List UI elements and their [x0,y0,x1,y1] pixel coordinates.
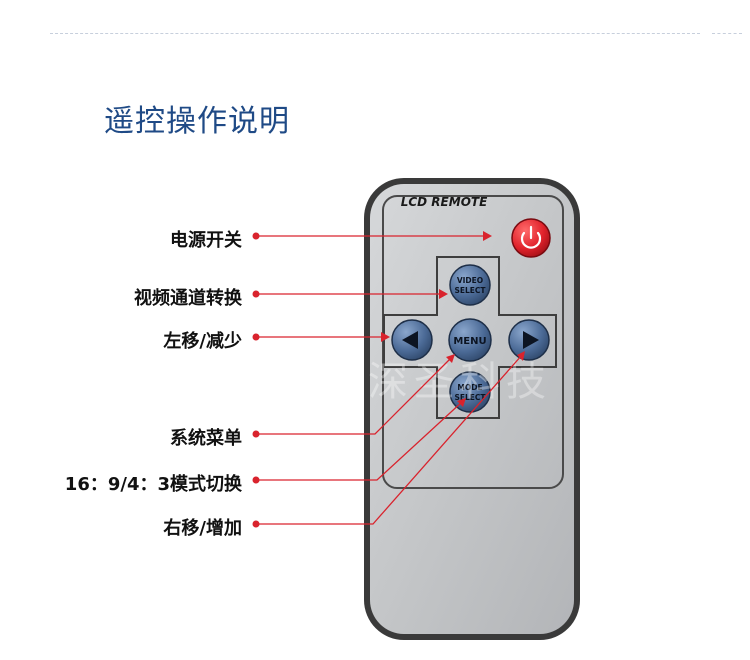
dpad-outline [383,256,557,419]
video-select-button [449,264,491,306]
arrow-right-icon [523,331,539,349]
dot-menu [252,430,260,438]
dot-video [252,290,260,298]
arrowhead-menu [446,354,455,363]
video-select-label-2: SELECT [454,286,486,295]
menu-button [448,318,492,362]
arrowhead-right [517,351,525,361]
label-power: 电源开关 [170,230,242,251]
menu-button-label: MENU [453,336,486,347]
top-divider [50,33,700,34]
line-ratio [259,400,464,481]
page-title: 遥控操作说明 [104,104,290,139]
top-divider-end [712,33,742,34]
arrow-left-icon [402,331,418,349]
mode-select-label-2: SELECT [454,393,486,402]
dot-left [252,333,260,341]
dot-right [252,520,260,528]
callout-dots [252,232,260,528]
callout-lines [259,235,523,525]
watermark-text: 深圣科技 [368,359,552,405]
dot-power [252,232,260,240]
line-right [259,354,523,525]
video-select-label-1: VIDEO [457,276,483,285]
arrowhead-video [439,289,448,299]
label-video-channel: 视频通道转换 [134,288,242,309]
callout-arrowheads [381,231,525,407]
label-aspect-ratio: 16：9/4：3模式切换 [64,474,242,495]
line-menu [259,356,453,435]
arrowhead-power [483,231,492,241]
arrowhead-left [381,332,390,342]
arrowhead-ratio [457,398,466,407]
label-system-menu: 系统菜单 [170,428,242,449]
dot-ratio [252,476,260,484]
power-icon [520,225,542,249]
label-left-decrease: 左移/减少 [163,331,242,352]
remote-brand-label: LCD REMOTE [401,195,488,209]
label-right-increase: 右移/增加 [163,518,242,539]
mode-select-label-1: MODE [457,383,482,392]
